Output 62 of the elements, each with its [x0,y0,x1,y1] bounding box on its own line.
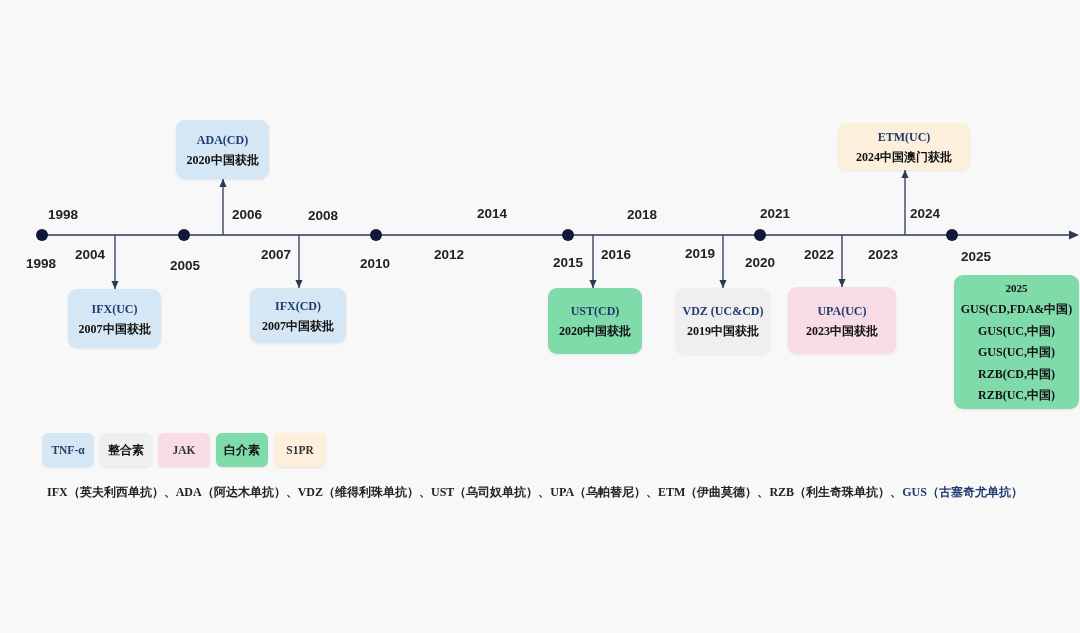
arrow [838,234,846,288]
year-label: 2019 [685,246,716,262]
year-label: 1998 [48,207,79,223]
drug-name: IFX(UC) [91,300,138,318]
year-label: 2024 [910,206,941,222]
year-heading: 2025 [1005,280,1028,296]
drug-name: UST(CD) [570,303,620,320]
approval-note: 2019中国获批 [687,323,759,340]
approval-note: 2020中国获批 [559,323,631,340]
year-label: 2023 [868,247,899,263]
drug-box [176,120,269,179]
abbreviation-note: IFX（英夫利西单抗）、ADA（阿达木单抗）、VDZ（维得利珠单抗）、UST（乌司奴单抗）、UPA（乌帕替尼）、ETM（伊曲莫德）、RZB（利生奇珠单抗）、 [47,485,903,499]
drug-name: VDZ (UC&CD) [682,303,764,320]
drug-name: UPA(UC) [817,302,867,320]
arrow [901,169,909,236]
legend-swatch: JAK [158,433,210,467]
approval-note: 2023中国获批 [806,322,878,340]
arrow [111,234,119,290]
abbreviation-note: GUS（古塞奇尤单抗） [902,485,1023,499]
drug-name: IFX(CD) [275,297,321,315]
year-label: 1998 [26,256,57,272]
year-label: 2006 [232,207,263,223]
legend-swatch: 整合素 [100,433,152,467]
drug-name: ADA(CD) [196,131,249,149]
year-label: 2007 [261,247,292,263]
approval-entry: GUS(UC,中国) [978,322,1055,340]
year-label: 2016 [601,247,632,263]
drug-box [548,288,642,354]
year-label: 2014 [477,206,508,222]
drug-box [250,288,346,343]
arrow [219,178,227,236]
approval-entry: GUS(CD,FDA&中国) [960,301,1073,318]
drug-name: ETM(UC) [877,128,931,146]
approval-entry: RZB(UC,中国) [978,387,1055,404]
year-label: 2005 [170,258,201,274]
year-label: 2010 [360,256,391,272]
year-label: 2015 [553,255,584,271]
year-label: 2004 [75,247,106,263]
year-label: 2025 [961,249,992,265]
approval-note: 2024中国澳门获批 [856,148,952,166]
approval-entry: RZB(CD,中国) [978,365,1055,383]
approval-note: 2007中国获批 [78,320,151,338]
year-label: 2020 [745,255,776,271]
approval-note: 2007中国获批 [262,317,334,335]
arrow [589,234,597,289]
year-label: 2022 [804,247,835,263]
year-label: 2021 [760,206,791,222]
drug-box [954,275,1079,409]
approval-note: 2020中国获批 [186,151,259,169]
drug-box [838,123,970,170]
legend-swatch: 白介素 [216,433,268,467]
year-label: 2008 [308,208,339,224]
year-label: 2012 [434,247,465,263]
year-label: 2018 [627,207,658,223]
arrow [719,234,727,289]
drug-box [788,287,896,354]
legend-swatch: S1PR [274,433,326,467]
drug-box [676,288,770,354]
approval-entry: GUS(UC,中国) [978,344,1055,361]
arrow [295,234,303,289]
legend-swatch: TNF-α [42,433,94,467]
drug-box [68,289,161,348]
